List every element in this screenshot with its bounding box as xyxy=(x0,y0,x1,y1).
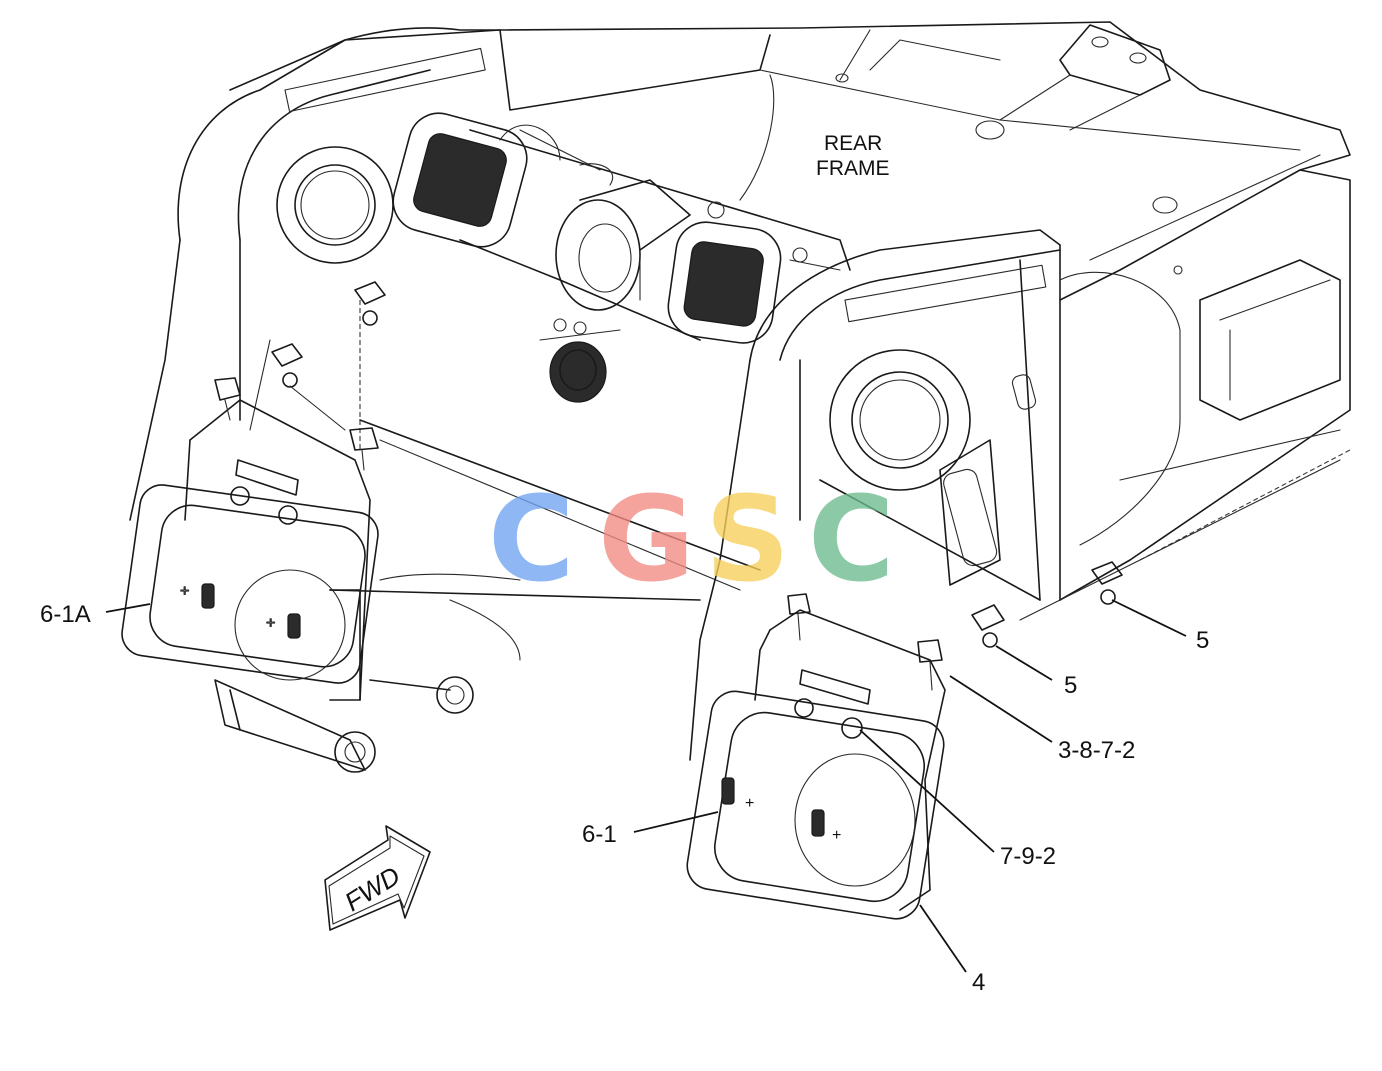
fwd-label: FWD xyxy=(339,860,405,917)
svg-text:+: + xyxy=(266,615,275,632)
callout-6-1: 6-1 xyxy=(582,821,617,848)
leader-5-mid xyxy=(995,645,1053,681)
clip-parts xyxy=(271,281,1123,648)
svg-text:+: + xyxy=(745,795,754,812)
leader-4 xyxy=(919,904,967,973)
svg-text:+: + xyxy=(832,827,841,844)
rear-frame-drawing xyxy=(129,21,1351,773)
left-lamp-assembly: + + xyxy=(121,377,379,701)
right-lamp-assembly: + + xyxy=(686,593,946,920)
callout-5-top: 5 xyxy=(1196,627,1209,654)
forward-arrow-icon: FWD xyxy=(324,825,431,931)
frame-label-line1: REAR xyxy=(824,132,882,155)
callout-7-9-2: 7-9-2 xyxy=(1000,843,1056,870)
callout-4: 4 xyxy=(972,969,985,996)
callout-3-8-7-2: 3-8-7-2 xyxy=(1058,737,1135,764)
leader-3-8-7-2 xyxy=(949,675,1053,743)
callout-6-1a: 6-1A xyxy=(40,601,91,628)
leader-6-1a xyxy=(105,603,151,613)
frame-label-line2: FRAME xyxy=(816,157,890,180)
watermark-letter-4: C xyxy=(808,470,895,608)
leader-7-9-2 xyxy=(859,729,995,853)
light-assembly xyxy=(392,74,851,403)
watermark-letter-3: S xyxy=(705,470,790,608)
leader-6-1 xyxy=(633,811,719,833)
leader-lines xyxy=(105,599,1187,973)
leader-5-top xyxy=(1111,599,1187,637)
callout-5-mid: 5 xyxy=(1064,672,1077,699)
svg-text:+: + xyxy=(180,583,189,600)
callouts: 6-1A 5 5 3-8-7-2 6-1 7-9-2 4 xyxy=(40,601,1209,996)
watermark-letter-1: C xyxy=(488,470,575,608)
watermark-letter-2: G xyxy=(598,470,695,608)
watermark-logo: C G S C xyxy=(488,470,895,608)
